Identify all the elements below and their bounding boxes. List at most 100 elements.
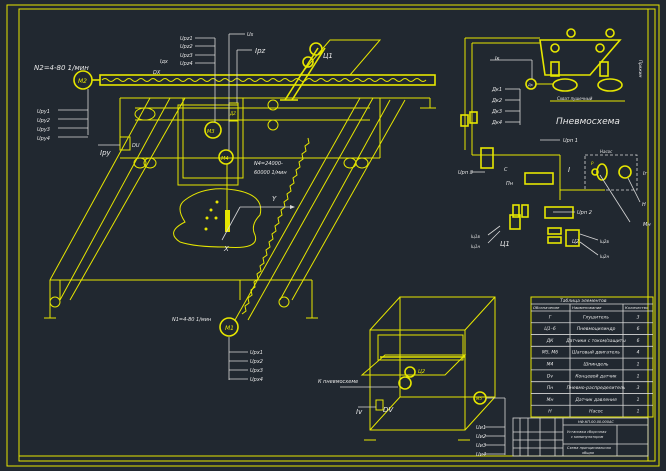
m2-input-label: Uру4 (37, 136, 50, 142)
hole (204, 227, 208, 231)
m1-label: M1 (225, 325, 234, 332)
lift-edge (464, 396, 496, 431)
gripper-cyl (550, 61, 560, 77)
hole (215, 200, 219, 204)
table-cell-qty: 3 (637, 314, 640, 320)
roller-2 (143, 157, 157, 169)
table-cell-code: Мн (547, 397, 554, 403)
valve (469, 111, 478, 124)
ir-label: Iг (643, 171, 647, 177)
pump-box (584, 154, 638, 191)
m5-label: M5 (476, 396, 482, 401)
clamp-label: Прижим (638, 60, 643, 77)
du-label: DU (132, 143, 140, 149)
labels: N2=4-80 1/мин M2 Uру1 Uру2 Uру3 Uру4 Uрz… (34, 32, 651, 458)
rail-right-3 (279, 99, 391, 301)
ipz-label: Iрz (255, 47, 266, 55)
upr2-label: Uрп 2 (577, 210, 592, 216)
m5-input-label: Uи1 (476, 425, 486, 431)
mn-leader (599, 174, 631, 223)
table-row: Мн Датчик давления 1 (531, 393, 653, 403)
m5-input-label: Uи4 (476, 452, 486, 458)
throttle (547, 236, 562, 244)
c1-arm (291, 47, 326, 101)
dx-label: DX (153, 70, 161, 76)
table-cell-code: ДК (546, 338, 555, 344)
gantry-scheme (44, 39, 436, 337)
table-cell-name: Датчик давления (574, 397, 617, 403)
gripper-plate (539, 39, 622, 76)
lift-table (360, 354, 467, 376)
upr1-label: Uрп 1 (563, 138, 578, 144)
lift-platform (377, 334, 464, 361)
ik-label: Iк (495, 56, 500, 62)
p-label: P (591, 161, 594, 166)
spindle-tool (225, 210, 230, 232)
sensor-dv (375, 399, 384, 411)
table-cell-qty: 6 (637, 338, 640, 344)
m1-speed-label: N1=4-80 1/мин (172, 317, 212, 323)
mn-label: Мн (643, 222, 651, 228)
m1-input-label: Uрх2 (250, 359, 263, 365)
table-header: Количество (625, 305, 649, 310)
inner-frame (18, 8, 656, 462)
gripper-joint (595, 43, 605, 53)
upr3-label: Uрп 3 (458, 170, 473, 176)
pneumo-link-label: К пневмосхеме (318, 379, 358, 385)
m4-speed-label: 60000 1/мин (254, 170, 287, 176)
table-border (530, 296, 654, 418)
c1-leader (487, 225, 501, 236)
m5-input-label: Uи3 (476, 443, 486, 449)
table-cell-name: Насос (589, 409, 603, 415)
c1-joint (302, 56, 314, 68)
pneumo-c1-label: Ц1 (500, 240, 510, 248)
table-cell-qty: 1 (637, 362, 640, 368)
table-cell-code: М5, М6 (542, 350, 558, 356)
gripper-jaw-right (597, 78, 623, 92)
table-cell-code: Н (548, 409, 552, 415)
outer-frame (6, 4, 660, 467)
m3-input-label: Uрz1 (180, 36, 193, 42)
m2-speed-label: N2=4-80 1/мин (34, 64, 89, 72)
lift-edge (464, 296, 496, 331)
c1-label: Ц1 (323, 52, 333, 60)
c1-arm (284, 47, 319, 101)
i-label: I (568, 166, 570, 174)
dz-label: ДZ (229, 111, 236, 116)
rail-left-3 (69, 97, 186, 301)
gauge (267, 119, 279, 131)
us-label: Us (247, 32, 254, 38)
doc-name: с манипулятором (571, 435, 604, 439)
throttle (547, 227, 562, 235)
guide-roller (134, 107, 156, 121)
gripper-title: Схват пушечный (557, 96, 593, 101)
throttle (521, 204, 529, 218)
pn-label: Пн (506, 181, 514, 187)
c2-leader (579, 241, 599, 256)
m4-label: M4 (221, 156, 229, 162)
pneumo-c2-label: Ц2 (572, 239, 579, 245)
table-cell-code: Пн (547, 385, 553, 391)
dk-input-label: Дк3 (491, 109, 502, 115)
cylinder-c1-pneumo (509, 214, 521, 230)
rail-left-2 (59, 97, 171, 301)
y-screw-thread (241, 137, 310, 315)
ic2a-label: Iц2в (600, 239, 609, 244)
table-header: Наименование (572, 305, 602, 310)
table-cell-code: Ц1–6 (544, 326, 556, 332)
title-block (512, 417, 649, 457)
distributor-2 (544, 206, 574, 219)
gripper-scheme (460, 28, 625, 155)
valve (460, 114, 469, 127)
table-cell-name: Пневмоцилиндр (577, 326, 616, 332)
cylinder-c2-body (398, 376, 412, 390)
doc-name: Установка сборочная (567, 430, 606, 434)
n-label: Н (642, 202, 646, 208)
dk-input-label: Дк2 (491, 98, 502, 104)
table-cell-qty: 1 (637, 397, 640, 403)
gripper-cyl (599, 61, 609, 77)
